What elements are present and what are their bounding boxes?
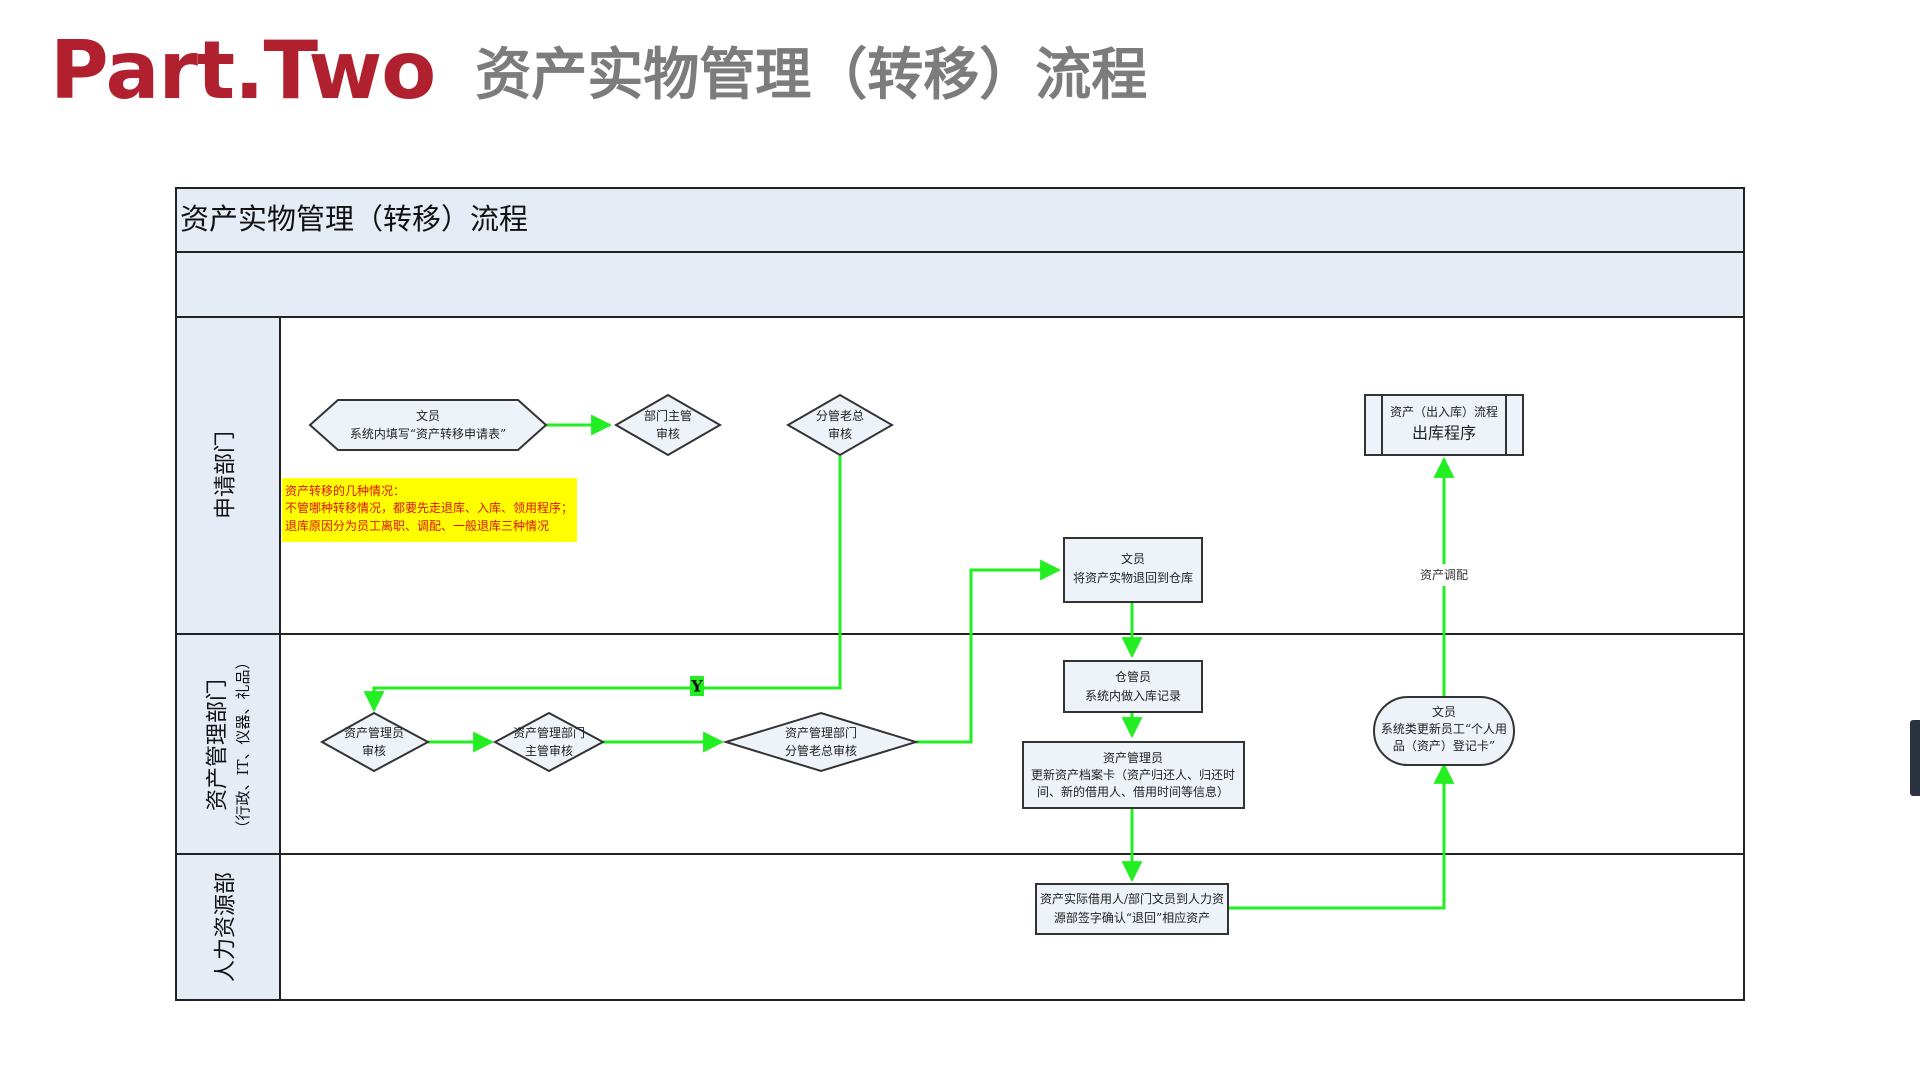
side-panel-handle[interactable]: [1910, 720, 1920, 796]
svg-text:资产（出入库）流程: 资产（出入库）流程: [1390, 404, 1498, 419]
node-dept-supervisor-review: 部门主管 审核: [613, 393, 723, 457]
node-asset-admin-update-card: 资产管理员 更新资产档案卡（资产归还人、归还时 间、新的借用人、借用时间等信息）: [1022, 741, 1245, 809]
lane-label-asset-mgmt: 资产管理部门: [206, 679, 231, 811]
svg-text:系统内填写“资产转移申请表”: 系统内填写“资产转移申请表”: [350, 426, 506, 441]
svg-text:间、新的借用人、借用时间等信息）: 间、新的借用人、借用时间等信息）: [1037, 784, 1229, 799]
note-line: 不管哪种转移情况，都要先走退库、入库、领用程序；: [285, 500, 573, 515]
lane-label-applicant: 申请部门: [214, 431, 239, 519]
node-clerk-update-card: 文员 系统类更新员工“个人用 品（资产）登记卡”: [1373, 696, 1515, 766]
node-asset-keeper-review: 资产管理员 审核: [319, 711, 431, 773]
svg-text:仓管员: 仓管员: [1115, 669, 1151, 684]
slide-title: Part.Two 资产实物管理（转移）流程: [50, 20, 1147, 120]
lane-sublabel-asset-mgmt: （行政、IT、仪器、礼品）: [234, 655, 252, 836]
connector: [1228, 762, 1455, 910]
svg-text:主管审核: 主管审核: [525, 743, 573, 758]
svg-text:部门主管: 部门主管: [644, 408, 692, 423]
svg-text:更新资产档案卡（资产归还人、归还时: 更新资产档案卡（资产归还人、归还时: [1031, 767, 1235, 782]
node-clerk-return-to-warehouse: 文员 将资产实物退回到仓库: [1063, 537, 1203, 603]
lane-label-hr: 人力资源部: [214, 872, 239, 982]
svg-text:将资产实物退回到仓库: 将资产实物退回到仓库: [1073, 570, 1193, 585]
svg-text:审核: 审核: [828, 426, 852, 441]
note-box: 资产转移的几种情况： 不管哪种转移情况，都要先走退库、入库、领用程序； 退库原因…: [282, 478, 577, 542]
svg-text:文员: 文员: [416, 408, 440, 423]
allocation-label-bg: [1414, 564, 1474, 586]
allocation-label: 资产调配: [1420, 568, 1468, 582]
node-hr-confirm-return: 资产实际借用人/部门文员到人力资 源部签字确认“退回”相应资产: [1035, 883, 1229, 935]
svg-text:资产管理部门: 资产管理部门: [785, 725, 857, 740]
connector: [363, 456, 842, 713]
svg-text:系统类更新员工“个人用: 系统类更新员工“个人用: [1381, 721, 1507, 736]
node-exec-review: 分管老总 审核: [785, 393, 895, 457]
yes-label-bg: [690, 676, 704, 696]
svg-text:资产管理部门: 资产管理部门: [513, 725, 585, 740]
node-warehouse-keeper: 仓管员 系统内做入库记录: [1063, 660, 1203, 713]
node-asset-dept-exec-review: 资产管理部门 分管老总审核: [722, 711, 920, 773]
svg-text:分管老总: 分管老总: [816, 408, 864, 423]
node-asset-dept-supervisor-review: 资产管理部门 主管审核: [492, 711, 606, 773]
diagram-header-title: 资产实物管理（转移）流程: [180, 202, 528, 236]
svg-text:资产管理员: 资产管理员: [1103, 750, 1163, 765]
connector: [916, 559, 1062, 744]
diagram-frame: [175, 187, 1745, 1001]
svg-text:系统内做入库记录: 系统内做入库记录: [1085, 688, 1181, 703]
svg-text:出库程序: 出库程序: [1412, 424, 1476, 443]
yes-label: Y: [690, 677, 703, 696]
node-outbound-process: 资产（出入库）流程 出库程序: [1364, 394, 1524, 456]
svg-text:文员: 文员: [1432, 704, 1456, 719]
note-line: 退库原因分为员工离职、调配、一般退库三种情况: [285, 518, 549, 533]
part-label: Part.Two: [50, 23, 436, 117]
svg-text:资产管理员: 资产管理员: [344, 725, 404, 740]
slide-heading: 资产实物管理（转移）流程: [475, 42, 1148, 108]
svg-text:品（资产）登记卡”: 品（资产）登记卡”: [1393, 738, 1495, 753]
note-line: 资产转移的几种情况：: [285, 483, 405, 498]
svg-text:审核: 审核: [362, 743, 386, 758]
svg-text:文员: 文员: [1121, 551, 1145, 566]
svg-text:分管老总审核: 分管老总审核: [785, 743, 857, 758]
svg-text:资产实际借用人/部门文员到人力资: 资产实际借用人/部门文员到人力资: [1040, 891, 1224, 906]
node-clerk-fill-form: 文员 系统内填写“资产转移申请表”: [308, 399, 548, 451]
svg-text:审核: 审核: [656, 426, 680, 441]
svg-text:源部签字确认“退回”相应资产: 源部签字确认“退回”相应资产: [1054, 910, 1210, 925]
